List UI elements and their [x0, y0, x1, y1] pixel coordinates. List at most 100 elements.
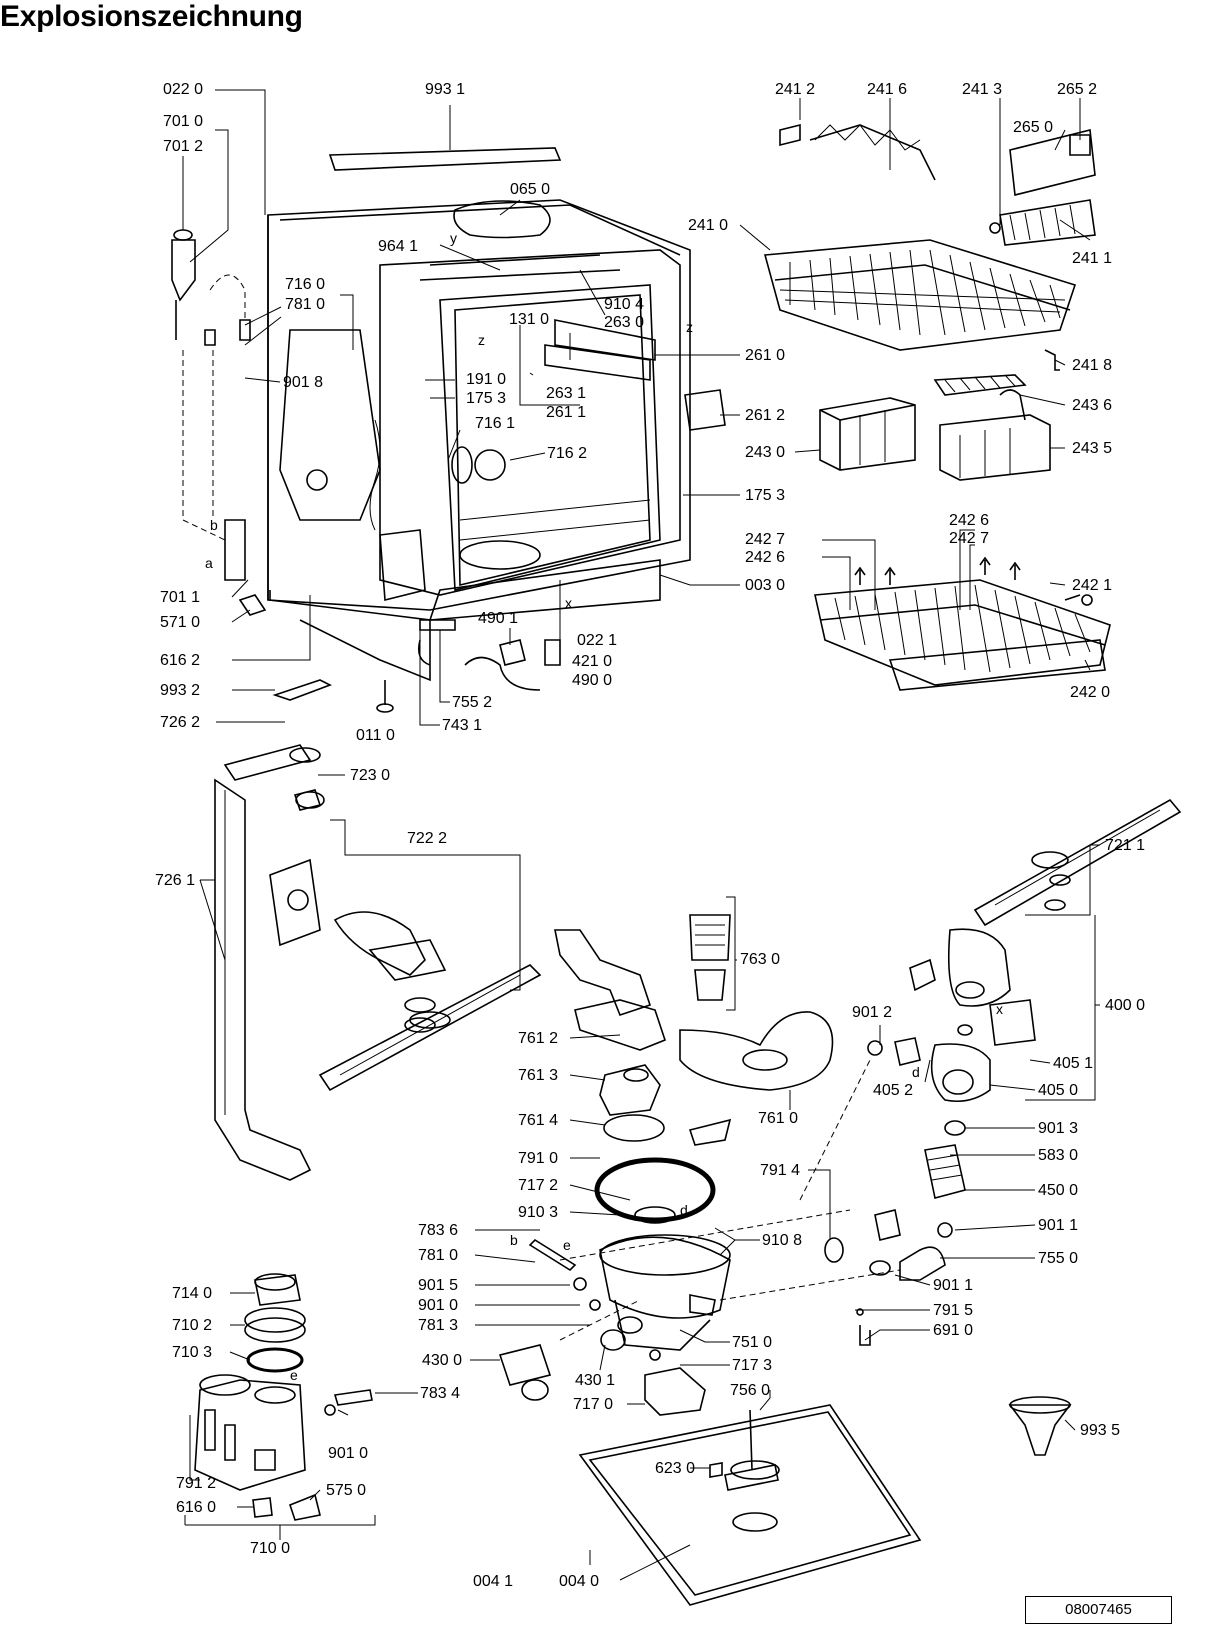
- page-title: Explosionszeichnung: [0, 0, 303, 33]
- part-label: 243 5: [1072, 440, 1113, 457]
- marker-letter: d: [680, 1202, 688, 1218]
- part-label: 011 0: [356, 727, 395, 744]
- part-label: 781 3: [418, 1317, 459, 1334]
- part-label: 131 0: [509, 311, 550, 328]
- part-label: 400 0: [1105, 997, 1146, 1014]
- part-label: 004 0: [559, 1573, 600, 1590]
- part-label: 065 0: [510, 181, 551, 198]
- part-label: 022 1: [577, 632, 618, 649]
- part-label: 265 0: [1013, 119, 1054, 136]
- marker-letter: z: [478, 332, 485, 348]
- part-label: 993 1: [425, 81, 466, 98]
- marker-letter: y: [450, 230, 457, 246]
- part-label: 755 2: [452, 694, 493, 711]
- marker-letter: e: [563, 1237, 571, 1253]
- part-label: 717 0: [573, 1396, 614, 1413]
- part-label: 716 1: [475, 415, 516, 432]
- part-label: 241 6: [867, 81, 908, 98]
- part-label: 022 0: [163, 81, 204, 98]
- part-label: 405 2: [873, 1082, 914, 1099]
- marker-letter: z: [686, 319, 693, 335]
- part-label: 261 1: [546, 404, 587, 421]
- part-label: 175 3: [466, 390, 507, 407]
- part-label: 910 4: [604, 296, 645, 313]
- part-label: 490 1: [478, 610, 519, 627]
- part-label: 490 0: [572, 672, 613, 689]
- part-label: 901 8: [283, 374, 324, 391]
- marker-letters: b a b e e d d x x z z y: [205, 230, 1003, 1383]
- part-label: 791 0: [518, 1150, 559, 1167]
- part-label: 263 1: [546, 385, 587, 402]
- part-label: 743 1: [442, 717, 483, 734]
- part-label: 901 0: [418, 1297, 459, 1314]
- part-label: 616 0: [176, 1499, 217, 1516]
- part-label: 405 0: [1038, 1082, 1079, 1099]
- basket-drawing: [763, 123, 1111, 691]
- marker-letter: a: [205, 555, 213, 571]
- part-label: 763 0: [740, 951, 781, 968]
- marker-letter: b: [510, 1232, 518, 1248]
- part-label: 701 1: [160, 589, 201, 606]
- part-label: 710 2: [172, 1317, 213, 1334]
- part-label: 726 2: [160, 714, 201, 731]
- part-label: 791 4: [760, 1162, 801, 1179]
- part-label: 722 2: [407, 830, 448, 847]
- part-label: 243 0: [745, 444, 786, 461]
- part-label: 241 0: [688, 217, 729, 234]
- part-label: 756 0: [730, 1382, 771, 1399]
- leader-lines: [182, 89, 1100, 1581]
- part-label: 723 0: [350, 767, 391, 784]
- part-label: 571 0: [160, 614, 201, 631]
- part-label: 242 7: [745, 531, 786, 548]
- part-label: 242 6: [949, 512, 990, 529]
- part-label: 761 4: [518, 1112, 559, 1129]
- part-label: 901 5: [418, 1277, 459, 1294]
- part-label: 901 1: [1038, 1217, 1079, 1234]
- part-label: 241 8: [1072, 357, 1113, 374]
- part-label: 175 3: [745, 487, 786, 504]
- part-label: 261 2: [745, 407, 786, 424]
- part-label: 721 1: [1105, 837, 1146, 854]
- part-label: 716 0: [285, 276, 326, 293]
- part-label: 783 6: [418, 1222, 459, 1239]
- part-label: 791 2: [176, 1475, 217, 1492]
- part-label: 755 0: [1038, 1250, 1079, 1267]
- part-label: 901 1: [933, 1277, 974, 1294]
- part-label: 261 0: [745, 347, 786, 364]
- part-label: 243 6: [1072, 397, 1113, 414]
- part-label: 761 2: [518, 1030, 559, 1047]
- part-label: 716 2: [547, 445, 588, 462]
- part-label: 710 0: [250, 1540, 291, 1557]
- salt-container-drawing: [194, 1273, 373, 1521]
- part-label: 421 0: [572, 653, 613, 670]
- part-label: 964 1: [378, 238, 419, 255]
- cabinet-drawing: [171, 147, 726, 713]
- part-label: 717 2: [518, 1177, 559, 1194]
- part-label: 781 0: [285, 296, 326, 313]
- sump-pump-drawing: [498, 928, 1036, 1416]
- part-label: 993 5: [1080, 1422, 1121, 1439]
- part-label: 710 3: [172, 1344, 213, 1361]
- part-label: 583 0: [1038, 1147, 1079, 1164]
- part-label: 910 3: [518, 1204, 559, 1221]
- part-label: 263 0: [604, 314, 645, 331]
- part-label: 901 0: [328, 1445, 369, 1462]
- part-label: 783 4: [420, 1385, 461, 1402]
- part-label: 791 5: [933, 1302, 974, 1319]
- marker-letter: e: [290, 1367, 298, 1383]
- part-label: 242 7: [949, 530, 990, 547]
- part-label: 901 3: [1038, 1120, 1079, 1137]
- part-label: 430 1: [575, 1372, 616, 1389]
- part-label: 717 3: [732, 1357, 773, 1374]
- marker-letter: d: [912, 1064, 920, 1080]
- part-label: 623 0: [655, 1460, 696, 1477]
- part-label: 242 0: [1070, 684, 1111, 701]
- part-label: 242 6: [745, 549, 786, 566]
- part-label: 761 0: [758, 1110, 799, 1127]
- part-label: 241 2: [775, 81, 816, 98]
- part-label: 191 0: [466, 371, 507, 388]
- part-label: 761 3: [518, 1067, 559, 1084]
- part-label: 241 3: [962, 81, 1003, 98]
- part-label: 691 0: [933, 1322, 974, 1339]
